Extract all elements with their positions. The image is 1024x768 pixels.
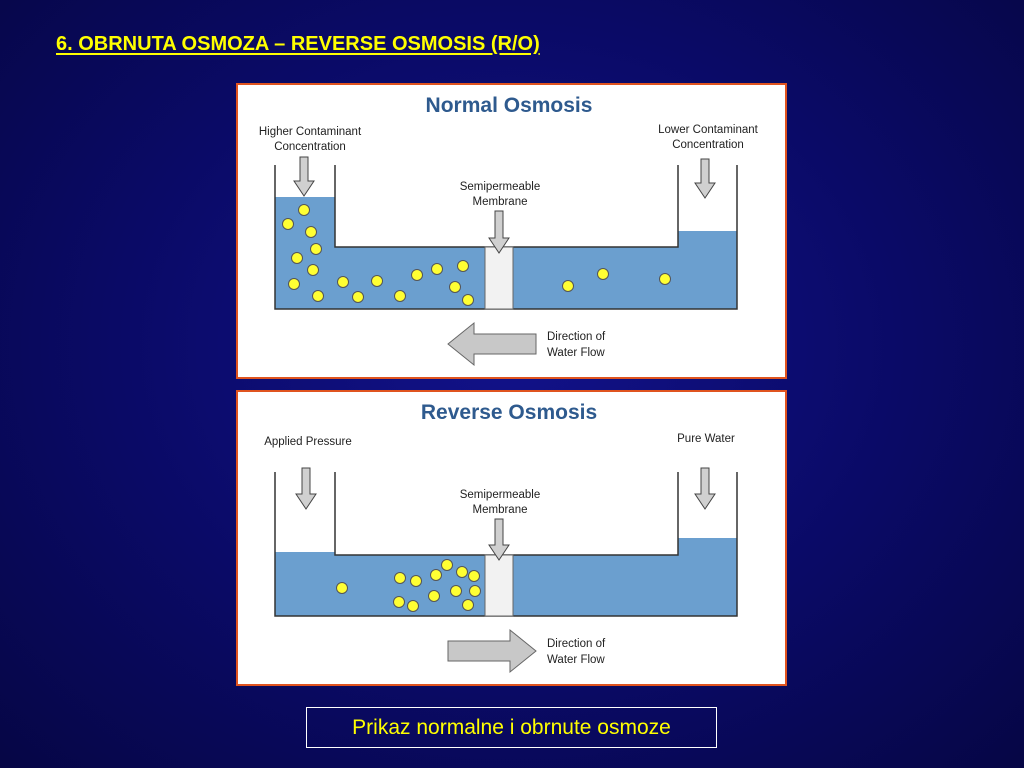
flow-label-line2: Water Flow [547, 347, 605, 359]
membrane-label-line2: Membrane [473, 196, 528, 208]
particle [562, 280, 574, 292]
particle [462, 294, 474, 306]
right-label-line1: Lower Contaminant [658, 124, 759, 136]
flow-label-line1: Direction of [547, 638, 606, 650]
right-label-line2: Concentration [672, 139, 744, 151]
membrane [484, 554, 514, 617]
particle [468, 570, 480, 582]
normal-osmosis-diagram: Normal Osmosis Higher Contaminant Concen… [259, 94, 759, 367]
slide-caption: Prikaz normalne i obrnute osmoze [306, 707, 717, 748]
down-arrow-icon-left [293, 156, 315, 197]
particle [410, 575, 422, 587]
reverse-osmosis-title: Reverse Osmosis [421, 401, 597, 424]
membrane-label-line1: Semipermeable [460, 181, 541, 193]
particle [430, 569, 442, 581]
membrane [484, 246, 514, 310]
particle [336, 582, 348, 594]
down-arrow-icon-left [295, 467, 317, 510]
flow-label-line1: Direction of [547, 331, 606, 343]
particle [352, 291, 364, 303]
particle [288, 278, 300, 290]
contaminant-particles [336, 559, 481, 612]
particle [457, 260, 469, 272]
applied-pressure-label: Applied Pressure [264, 436, 352, 448]
normal-osmosis-title: Normal Osmosis [426, 94, 593, 117]
contaminant-particles [282, 204, 671, 306]
particle [428, 590, 440, 602]
particle [337, 276, 349, 288]
reverse-osmosis-diagram: Reverse Osmosis Applied Pressure Pure Wa… [264, 401, 738, 674]
particle [456, 566, 468, 578]
down-arrow-icon-right [694, 158, 716, 199]
particle [597, 268, 609, 280]
flow-label-line2: Water Flow [547, 654, 605, 666]
particle [462, 599, 474, 611]
particle [310, 243, 322, 255]
flow-arrow-left-icon [447, 321, 537, 367]
particle [411, 269, 423, 281]
down-arrow-icon-right [694, 467, 716, 510]
particle [449, 281, 461, 293]
particle [441, 559, 453, 571]
particle [371, 275, 383, 287]
membrane-label-line2: Membrane [473, 504, 528, 516]
left-label-line2: Concentration [274, 141, 346, 153]
down-arrow-icon-membrane [488, 518, 510, 561]
particle [298, 204, 310, 216]
particle [282, 218, 294, 230]
down-arrow-icon-membrane [488, 210, 510, 254]
membrane-label-line1: Semipermeable [460, 489, 541, 501]
slide-title: 6. OBRNUTA OSMOZA – REVERSE OSMOSIS (R/O… [56, 33, 540, 55]
left-label-line1: Higher Contaminant [259, 126, 362, 138]
particle [450, 585, 462, 597]
particle [393, 596, 405, 608]
particle [431, 263, 443, 275]
particle [307, 264, 319, 276]
particle [291, 252, 303, 264]
particle [407, 600, 419, 612]
flow-arrow-right-icon [447, 628, 537, 674]
particle [394, 572, 406, 584]
normal-osmosis-panel: Normal Osmosis Higher Contaminant Concen… [236, 83, 787, 379]
particle [469, 585, 481, 597]
particle [305, 226, 317, 238]
reverse-osmosis-panel: Reverse Osmosis Applied Pressure Pure Wa… [236, 390, 787, 686]
particle [394, 290, 406, 302]
pure-water-label: Pure Water [677, 433, 735, 445]
particle [312, 290, 324, 302]
particle [659, 273, 671, 285]
